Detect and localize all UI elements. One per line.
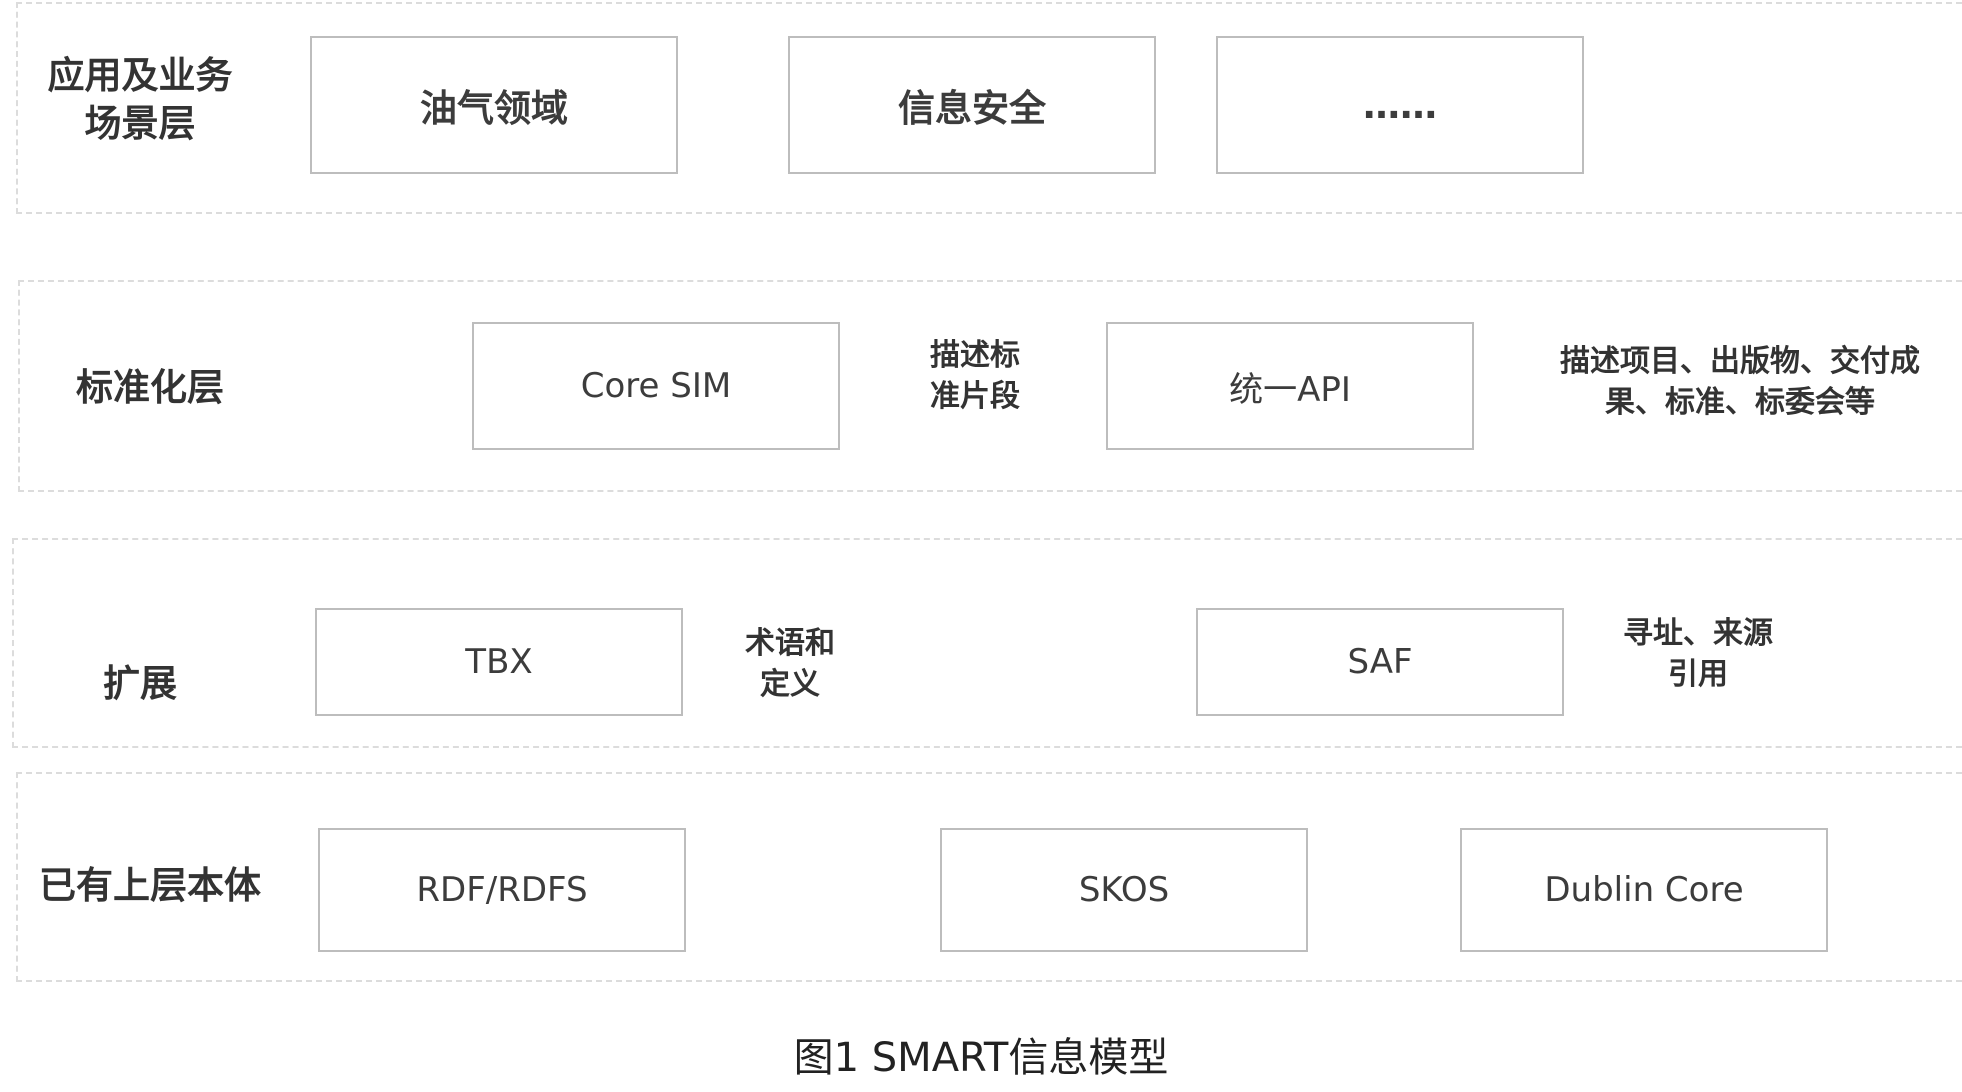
saf-box: SAF: [1196, 608, 1564, 716]
figure-caption: 图1 SMART信息模型: [793, 1035, 1169, 1081]
unified-api-box: 统一API: [1106, 322, 1474, 450]
standardization-layer-label: 标准化层: [76, 366, 224, 409]
extension-layer: [12, 538, 1962, 748]
ellipsis-box: ……: [1216, 36, 1584, 174]
application-layer: [16, 2, 1962, 214]
core-sim-note: 描述标 准片段: [930, 338, 1020, 414]
upper-ontology-layer: [16, 772, 1962, 982]
oil-gas-domain-box: 油气领域: [310, 36, 678, 174]
tbx-box: TBX: [315, 608, 683, 716]
core-sim-box: Core SIM: [472, 322, 840, 450]
unified-api-note: 描述项目、出版物、交付成 果、标准、标委会等: [1560, 344, 1920, 420]
information-security-box: 信息安全: [788, 36, 1156, 174]
rdf-rdfs-box: RDF/RDFS: [318, 828, 686, 952]
extension-layer-label: 扩展: [103, 662, 177, 705]
saf-note: 寻址、来源 引用: [1623, 616, 1773, 692]
application-layer-label: 应用及业务 场景层: [47, 54, 233, 146]
skos-box: SKOS: [940, 828, 1308, 952]
upper-ontology-layer-label: 已有上层本体: [39, 864, 261, 907]
dublin-core-box: Dublin Core: [1460, 828, 1828, 952]
standardization-layer: [18, 280, 1962, 492]
tbx-note: 术语和 定义: [745, 626, 835, 702]
